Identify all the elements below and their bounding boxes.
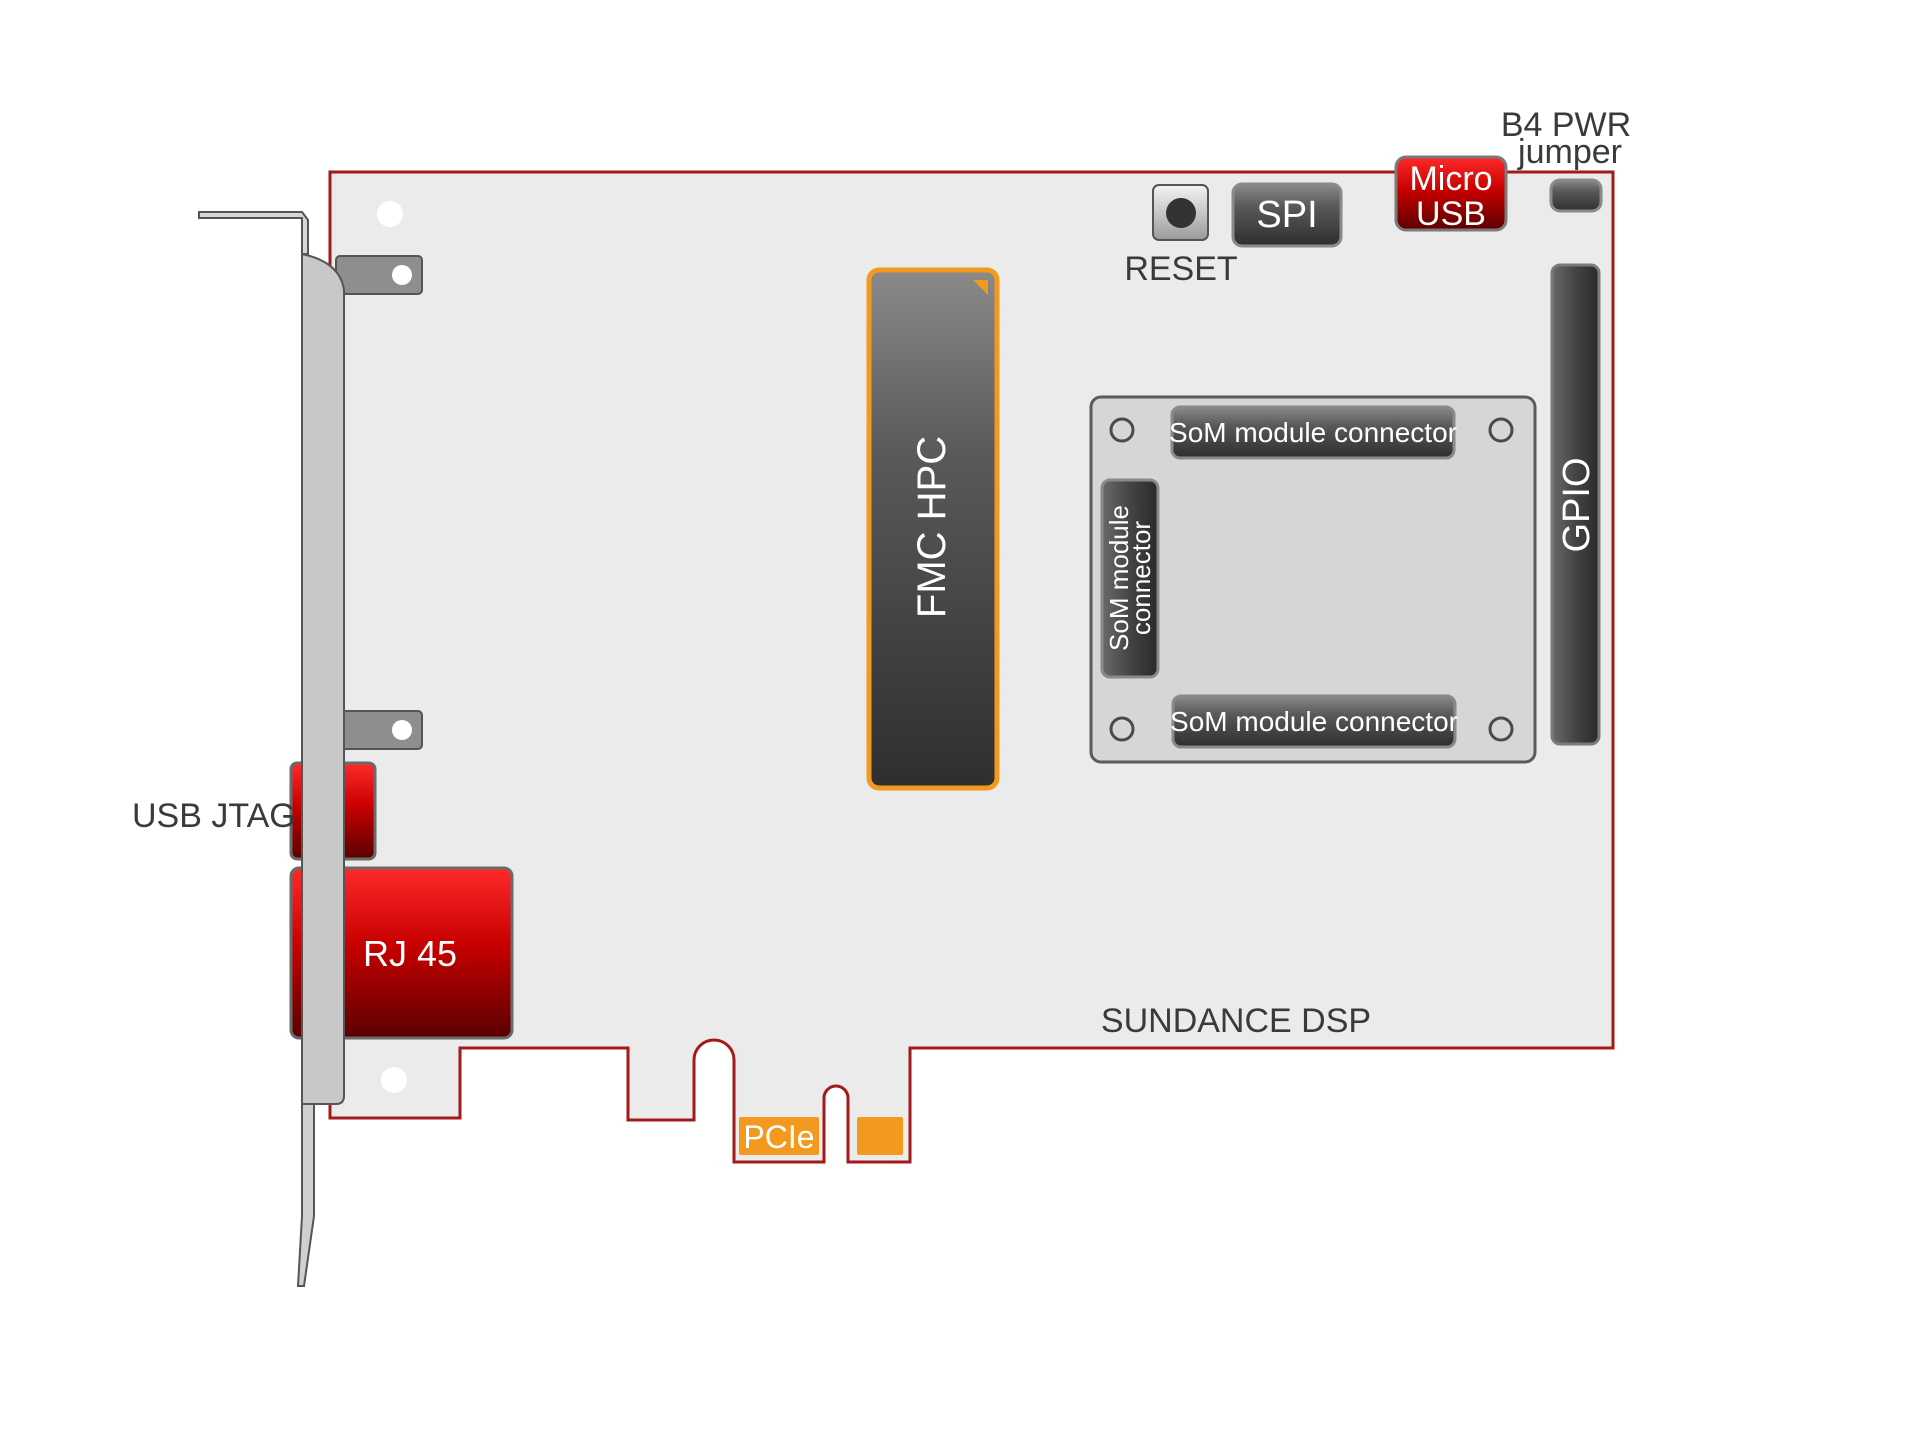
fmc-pin1-marker (973, 280, 988, 295)
som-connector-left (1100, 478, 1160, 679)
micro-usb-connector (1394, 155, 1508, 232)
b4-pwr-label-line2: jumper (1517, 133, 1622, 171)
gpio-label: GPIO (1556, 457, 1598, 552)
som-connector-bottom (1171, 694, 1457, 749)
b4-pwr-label-line1: B4 PWR (1501, 106, 1631, 144)
som-connector-top (1170, 405, 1456, 460)
fmc-hpc-connector (866, 267, 1000, 791)
som-hole (1109, 417, 1135, 443)
som-bottom-label: SoM module connector (1170, 706, 1458, 737)
gpio-connector (1550, 263, 1601, 746)
spi-connector (1231, 182, 1343, 248)
bracket-tab-hole (392, 265, 412, 285)
som-top-label: SoM module connector (1169, 417, 1457, 448)
pcie-bracket (301, 252, 345, 1105)
pcie-bracket-top (198, 211, 309, 255)
spi-label: SPI (1256, 194, 1317, 236)
pcie-label: PCIe (743, 1119, 814, 1155)
som-hole (1488, 716, 1514, 742)
som-left-label-line1: SoM module (1104, 505, 1134, 651)
som-hole (1109, 716, 1135, 742)
mounting-hole (377, 201, 403, 227)
pcie-fingers-label-bg (739, 1117, 819, 1155)
som-module-area (1089, 395, 1537, 764)
mounting-hole (381, 1067, 407, 1093)
micro-usb-label-line2: USB (1416, 195, 1486, 233)
micro-usb-label-line1: Micro (1409, 160, 1492, 198)
bracket-tab-hole (392, 720, 412, 740)
usb-jtag-label: USB JTAG (132, 797, 296, 835)
fmc-hpc-label: FMC HPC (910, 436, 954, 618)
sundance-label: SUNDANCE DSP (1101, 1002, 1371, 1040)
reset-label: RESET (1124, 250, 1237, 288)
reset-button-cap (1166, 198, 1196, 228)
pcie-fingers-small (857, 1117, 903, 1155)
pcie-bracket-tail (296, 1103, 315, 1287)
som-hole (1488, 417, 1514, 443)
b4-pwr-jumper (1549, 178, 1603, 213)
som-left-label-line2: connector (1126, 521, 1156, 636)
rj45-connector (289, 866, 514, 1040)
rj45-label: RJ 45 (363, 933, 457, 974)
